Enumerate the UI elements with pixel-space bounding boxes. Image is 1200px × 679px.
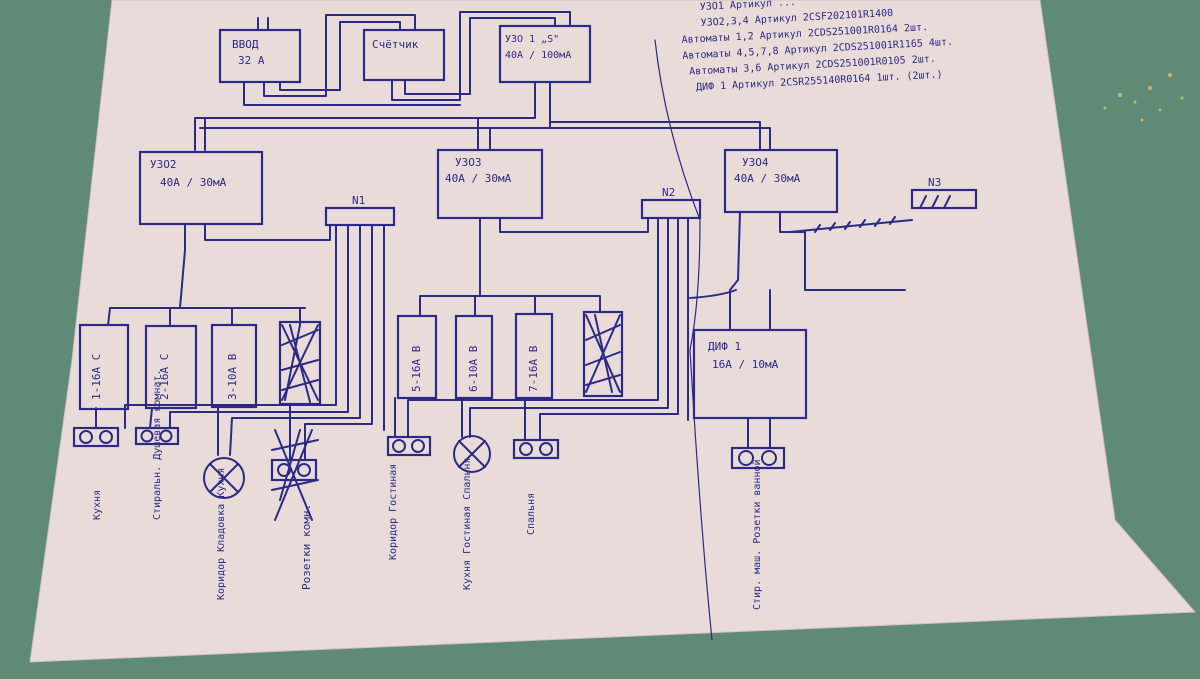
load-rooms: Розетки комн.: [300, 504, 313, 590]
breaker-7-label: 7-16А В: [527, 345, 540, 392]
n1-label: N1: [352, 194, 365, 207]
breaker-1: [78, 323, 130, 411]
n1-wiring: [95, 224, 385, 461]
breaker-7: [514, 312, 554, 400]
fold-line: [654, 39, 713, 641]
breaker-3-label: 3-10А В: [226, 353, 239, 400]
box-vvod: [218, 28, 302, 84]
load-laundry: Стиральн. Душевая комнат.: [152, 369, 163, 520]
table-texture: [1103, 73, 1184, 122]
uzo4-line1: УЗО4: [742, 156, 769, 169]
breaker-3: [210, 323, 258, 409]
uzo3-line2: 40А / 30мА: [445, 172, 512, 185]
breaker-5-label: 5-16А В: [410, 345, 423, 392]
box-uzo3: [436, 148, 544, 220]
uzo2-line2: 40А / 30мА: [160, 176, 227, 189]
uzo2-wiring: [107, 223, 331, 326]
dif1-line2: 16А / 10мА: [712, 358, 779, 371]
uzo4-wiring: [689, 211, 913, 449]
load-kitchen-living: Кухня Гостиная Спальня: [462, 458, 473, 590]
n3-label: N3: [928, 176, 941, 189]
socket-laundry: [134, 426, 180, 446]
dif1-line1: ДИФ 1: [708, 340, 741, 353]
bar-n2: [640, 198, 702, 220]
lamp-corridor: [203, 457, 245, 499]
box-dif1: [692, 328, 808, 420]
breaker-8-scribble: [585, 314, 621, 393]
meter-line1: Счётчик: [372, 38, 419, 51]
top-wiring: [194, 11, 771, 151]
breaker-6: [454, 314, 494, 400]
n2-label: N2: [662, 186, 675, 199]
load-corridor-living: Коридор Гостиная: [388, 464, 399, 560]
load-bathroom: Стир. маш. Розетки ванной: [751, 459, 763, 610]
uzo2-line1: УЗО2: [150, 158, 177, 171]
uzo1-line1: УЗО 1 „S": [505, 34, 559, 45]
socket-bedroom: [512, 438, 560, 460]
uzo3-line1: УЗО3: [455, 156, 482, 169]
breaker-8-crossed: [582, 310, 624, 398]
box-uzo2: [138, 150, 264, 226]
box-uzo1: [498, 24, 592, 84]
breaker-2: [144, 324, 198, 410]
vvod-line1: ВВОД: [232, 38, 259, 51]
breaker-1-label: 1-16А С: [90, 354, 103, 400]
load-corridor: Коридор Кладовка Кухня: [216, 468, 227, 600]
load-bedroom: Спальня: [526, 493, 537, 535]
breaker-4-scribble: [281, 324, 319, 403]
vvod-line2: 32 А: [238, 54, 265, 67]
uzo3-wiring: [394, 217, 689, 441]
socket-corridor-living: [386, 435, 432, 457]
lamp-kitchen: [453, 435, 491, 473]
socket-kitchen: [72, 426, 120, 448]
socket-bathroom: [730, 446, 786, 470]
breaker-2-label: 2-16А С: [158, 354, 171, 400]
breaker-6-label: 6-10А В: [467, 345, 480, 392]
load-kitchen: Кухня: [92, 490, 103, 520]
n3-terminals: [919, 195, 951, 209]
uzo1-line2: 40А / 100мА: [505, 50, 571, 61]
socket-rooms-crossed: [270, 429, 319, 521]
uzo4-line2: 40А / 30мА: [734, 172, 801, 185]
breaker-4-crossed: [278, 320, 322, 406]
breaker-5: [396, 314, 438, 400]
